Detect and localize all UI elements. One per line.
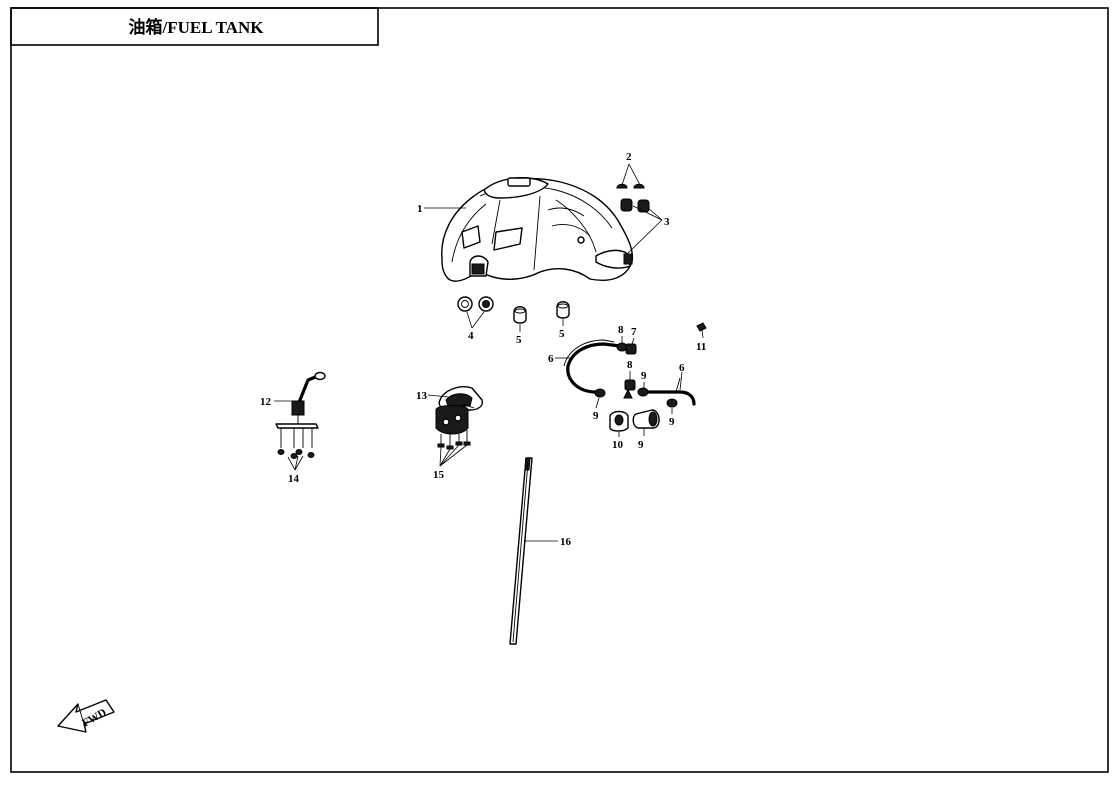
- callout-13: 12: [260, 396, 272, 408]
- drawing-frame: [10, 7, 1109, 773]
- fwd-arrow-icon: FWD: [57, 699, 115, 733]
- callout-16: 15: [433, 469, 445, 481]
- callout-9d: 9: [669, 416, 675, 428]
- part-fuel-tank: 1: [417, 177, 634, 282]
- callout-1: 1: [417, 203, 423, 215]
- page-title: 油箱/FUEL TANK: [129, 17, 265, 37]
- callout-14: 13: [416, 390, 428, 402]
- part-bolt-set-15: 14: [277, 428, 315, 485]
- part-grommet-4: 4: [457, 296, 494, 342]
- callout-12: 11: [696, 341, 706, 353]
- callout-11: 10: [612, 439, 624, 451]
- callout-5a: 5: [516, 334, 522, 346]
- callout-9c: 9: [593, 410, 599, 422]
- title-block: 油箱/FUEL TANK: [10, 7, 379, 46]
- part-cushion-5: 5 5: [513, 301, 570, 346]
- callout-8b: 8: [627, 359, 633, 371]
- callout-9a: 8: [618, 324, 624, 336]
- part-fuel-pump-14: 13: [416, 386, 484, 435]
- callout-17: 16: [560, 536, 572, 548]
- callout-3: 3: [664, 216, 670, 228]
- part-fuel-hoses-and-fittings: 6 8 7 6 8 9 9 9 9 10 11: [548, 322, 707, 451]
- callout-5b: 5: [559, 328, 565, 340]
- callout-7: 6: [679, 362, 685, 374]
- callout-2: 2: [626, 151, 632, 163]
- callout-4: 4: [468, 330, 474, 342]
- callout-9b: 9: [641, 370, 647, 382]
- callout-8a: 7: [631, 326, 637, 338]
- callout-6: 6: [548, 353, 554, 365]
- part-seal-strip-17: 16: [509, 457, 572, 645]
- part-screw-set-16: 15: [433, 430, 471, 481]
- callout-10: 9: [638, 439, 644, 451]
- part-fuel-level-sensor-13: 12: [260, 371, 326, 429]
- callout-15: 14: [288, 473, 300, 485]
- part-cap-2-and-damper-3: 2 3: [616, 151, 670, 255]
